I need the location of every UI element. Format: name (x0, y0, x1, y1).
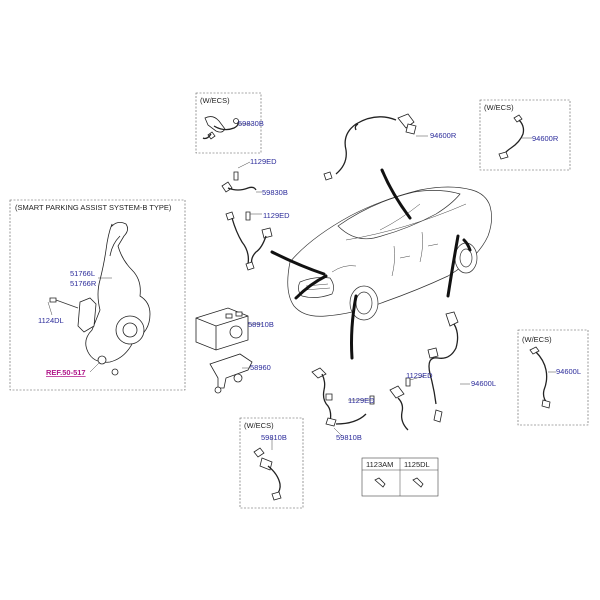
wecs-box-top-title: (W/ECS) (200, 96, 230, 105)
wecs-box-right-mid: (W/ECS) 94600L (517, 329, 589, 426)
label-1129ed-b: 1129ED (263, 211, 290, 220)
label-59830b-top: 59830B (238, 119, 264, 128)
label-58960: 58960 (250, 363, 271, 372)
ref-50-517[interactable]: REF.50-517 (46, 368, 86, 377)
label-94600r-box: 94600R (532, 134, 559, 143)
wecs-box-right-mid-title: (W/ECS) (522, 335, 552, 344)
label-59830b-mid: 59830B (262, 188, 288, 197)
fastener-table: 1123AM 1125DL (361, 457, 439, 497)
label-1129ed-c: 1129ED (348, 396, 375, 405)
label-59810b-main: 59810B (336, 433, 362, 442)
label-1129ed-d: 1129ED (406, 371, 433, 380)
label-59810b-box: 59810B (261, 433, 287, 442)
label-1124dl: 1124DL (38, 316, 64, 325)
wheel-speed-sensor-94600l: 1129ED 94600L (389, 311, 496, 431)
wheel-speed-sensor-94600r: 94600R (323, 113, 457, 181)
wecs-box-top: (W/ECS) 59830B (195, 92, 264, 154)
smart-parking-box-title: (SMART PARKING ASSIST SYSTEM-B TYPE) (15, 203, 172, 212)
table-col-1125dl: 1125DL (404, 460, 430, 469)
smart-parking-box: (SMART PARKING ASSIST SYSTEM-B TYPE) 517… (9, 199, 186, 391)
callout-lines (270, 168, 472, 360)
label-94600l-box: 94600L (556, 367, 581, 376)
label-1129ed-a: 1129ED (250, 157, 277, 166)
wecs-box-right-top: (W/ECS) 94600R (479, 99, 571, 171)
label-94600l: 94600L (471, 379, 496, 388)
steering-knuckle (85, 222, 151, 376)
module-bracket-58960: 58960 (209, 353, 271, 394)
label-58910b: 58910B (248, 320, 274, 329)
table-col-1123am: 1123AM (366, 460, 393, 469)
label-51766r: 51766R (70, 279, 97, 288)
abs-module-58910b: 58910B (195, 307, 274, 351)
label-51766l: 51766L (70, 269, 95, 278)
wecs-box-right-top-title: (W/ECS) (484, 103, 514, 112)
sensor-59830b-assembly: 1129ED 59830B 1129ED (221, 157, 290, 271)
wecs-box-bottom: (W/ECS) 59810B (239, 417, 304, 509)
sensor-59810b-assembly: 1129ED 59810B (311, 367, 375, 442)
vehicle-outline (287, 186, 492, 321)
label-94600r-main: 94600R (430, 131, 457, 140)
wecs-box-bottom-title: (W/ECS) (244, 421, 274, 430)
